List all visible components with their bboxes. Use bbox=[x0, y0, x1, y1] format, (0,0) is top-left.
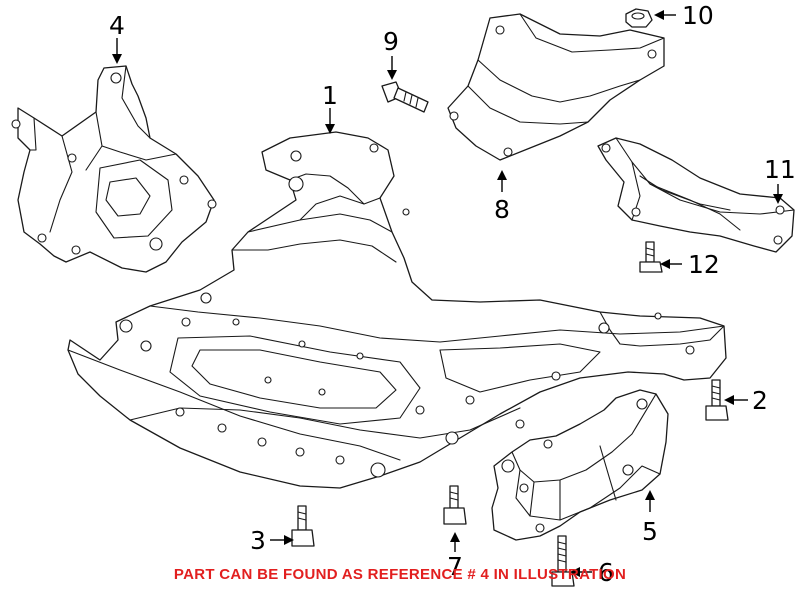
callout-9[interactable]: 9 bbox=[383, 27, 399, 56]
part-7-bolt[interactable] bbox=[443, 485, 467, 525]
part-3-bolt[interactable] bbox=[291, 505, 315, 547]
part-10-nut[interactable] bbox=[625, 8, 653, 28]
callout-5[interactable]: 5 bbox=[642, 517, 658, 546]
callout-12[interactable]: 12 bbox=[688, 250, 720, 279]
callout-11[interactable]: 11 bbox=[764, 155, 796, 184]
callout-10[interactable]: 10 bbox=[682, 1, 714, 30]
part-5-mount-bracket[interactable] bbox=[491, 389, 669, 541]
callout-8[interactable]: 8 bbox=[494, 195, 510, 224]
callout-1[interactable]: 1 bbox=[322, 81, 338, 110]
callout-7[interactable]: 7 bbox=[447, 552, 463, 581]
callout-3[interactable]: 3 bbox=[250, 526, 266, 555]
callout-2[interactable]: 2 bbox=[752, 386, 768, 415]
part-2-bolt[interactable] bbox=[705, 379, 729, 421]
callout-6[interactable]: 6 bbox=[598, 558, 614, 587]
callout-arrows bbox=[112, 10, 783, 577]
part-8-shield[interactable] bbox=[447, 13, 665, 161]
part-6-bolt[interactable] bbox=[551, 535, 575, 587]
part-11-bracket[interactable] bbox=[597, 137, 795, 253]
part-4-mount-bracket[interactable] bbox=[11, 65, 217, 273]
callout-4[interactable]: 4 bbox=[109, 11, 125, 40]
callout-labels: 1 2 3 4 5 6 7 8 9 10 11 12 bbox=[109, 1, 796, 587]
part-9-bolt[interactable] bbox=[381, 81, 429, 113]
reference-footnote: PART CAN BE FOUND AS REFERENCE # 4 IN IL… bbox=[173, 566, 627, 583]
part-1-crossmember[interactable] bbox=[67, 131, 727, 489]
part-12-bolt[interactable] bbox=[639, 241, 663, 273]
